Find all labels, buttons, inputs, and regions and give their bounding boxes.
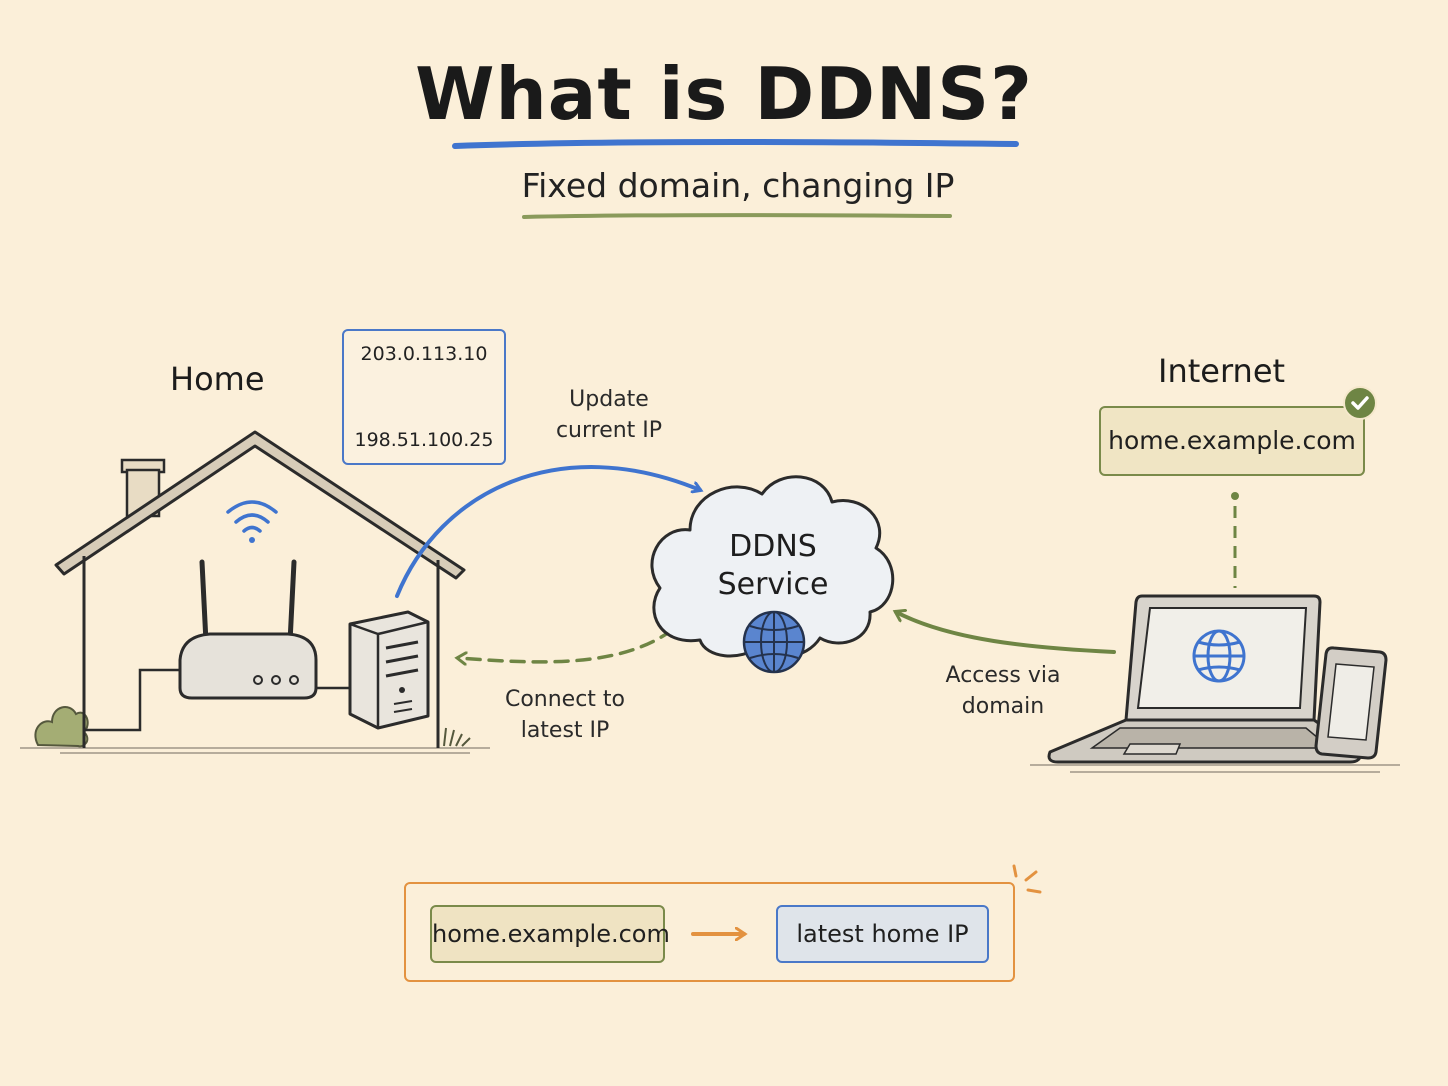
- connect-label-line2: latest IP: [520, 718, 610, 743]
- title-underline: [452, 139, 1019, 149]
- access-label: Access via domain: [930, 660, 1076, 722]
- ground-lines: [20, 747, 1400, 773]
- server-icon: [348, 610, 430, 730]
- page-subtitle: Fixed domain, changing IP: [521, 166, 955, 205]
- check-badge-icon: [1343, 386, 1377, 420]
- sparkle-icon: [1012, 864, 1042, 894]
- new-ip: 198.51.100.25: [354, 429, 494, 451]
- laptop-icon: [1047, 594, 1362, 764]
- access-label-line2: domain: [961, 694, 1045, 719]
- home-label: Home: [170, 360, 265, 398]
- connect-label-line1: Connect to: [504, 687, 626, 712]
- laptop-globe-icon: [1192, 629, 1246, 683]
- update-arrow: [395, 465, 700, 598]
- subtitle-underline: [522, 213, 952, 219]
- update-label-line2: current IP: [555, 418, 663, 443]
- wifi-icon: [226, 500, 278, 543]
- house-icon: [54, 430, 466, 748]
- ddns-service-line1: DDNS: [729, 529, 817, 564]
- connect-label: Connect to latest IP: [492, 684, 638, 746]
- cloud-icon: [650, 475, 895, 658]
- page-title: What is DDNS?: [415, 52, 1033, 136]
- access-label-line1: Access via: [945, 663, 1061, 688]
- globe-icon: [742, 610, 806, 674]
- old-ip: 203.0.113.10: [360, 343, 488, 365]
- mapping-domain: home.example.com: [430, 905, 670, 963]
- update-label-line1: Update: [569, 387, 649, 412]
- access-arrow: [896, 612, 1116, 654]
- grass-icon: [443, 727, 471, 747]
- mapping-frame: [404, 882, 1015, 982]
- dns-lookup-line: [1231, 492, 1239, 588]
- ddns-service-label: DDNS Service: [690, 528, 856, 604]
- check-icon: [1351, 396, 1369, 410]
- phone-icon: [1314, 646, 1388, 760]
- ip-change-box: 203.0.113.10 198.51.100.25: [342, 329, 506, 465]
- mapping-target: latest home IP: [776, 905, 989, 963]
- connect-arrow: [458, 628, 674, 662]
- internet-label: Internet: [1158, 352, 1286, 390]
- update-label: Update current IP: [536, 384, 682, 446]
- ddns-service-line2: Service: [717, 567, 829, 602]
- internet-domain-box: home.example.com: [1099, 406, 1365, 476]
- router-icon: [178, 559, 318, 700]
- bush-icon: [34, 706, 89, 748]
- router-cable: [84, 668, 180, 732]
